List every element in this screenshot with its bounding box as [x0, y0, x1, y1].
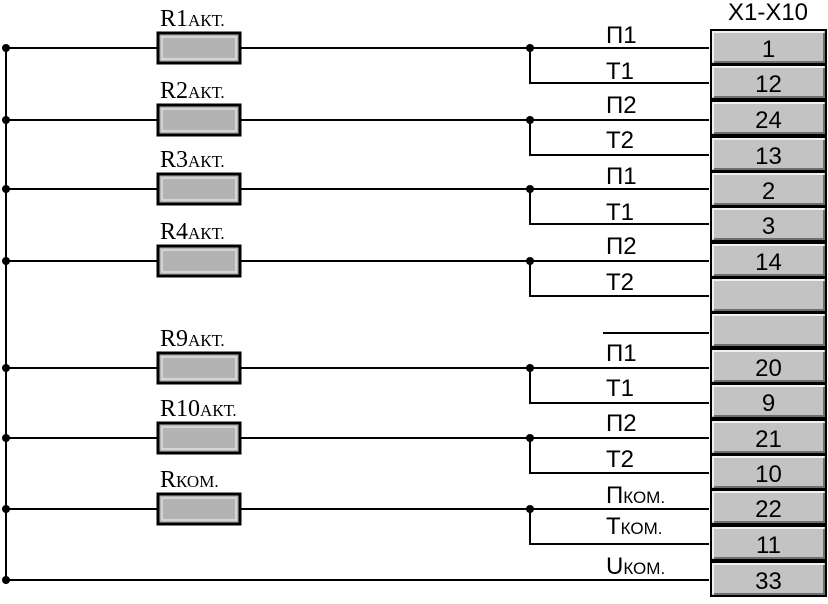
resistor [156, 172, 242, 206]
terminal-number: 9 [762, 390, 775, 417]
resistor-row: R3АКТ. [2, 147, 709, 225]
signal-label: П1 [606, 340, 637, 367]
bus-junction-dot [2, 576, 10, 584]
terminal-cell: 13 [710, 136, 827, 172]
terminal-cell: 12 [710, 64, 827, 100]
bus-junction-dot [2, 434, 10, 442]
branch-wire [529, 509, 709, 545]
terminal-number: 13 [755, 143, 782, 170]
resistor [156, 421, 242, 455]
resistor-row: R4АКТ. [2, 219, 709, 297]
terminal-cell: 14 [710, 242, 827, 278]
terminal-number: 21 [755, 426, 782, 453]
resistor-row: R1АКТ. [2, 6, 709, 84]
signal-label: П2 [606, 92, 637, 119]
branch-wire [529, 48, 709, 84]
resistor [156, 31, 242, 65]
terminal-cell: 3 [710, 206, 827, 242]
terminal-number: 14 [755, 249, 782, 276]
terminal-block-title: X1-X10 [728, 0, 808, 26]
resistor-label: R1АКТ. [160, 6, 225, 32]
resistor-rows: R1АКТ. R2АКТ. R3АКТ. R4АКТ. R9АКТ. R10АКТ. RКО… [2, 6, 709, 584]
terminal-cell [710, 277, 827, 313]
resistor [156, 244, 242, 278]
terminal-number: 22 [755, 496, 782, 523]
resistor [156, 492, 242, 526]
signal-label: Т2 [606, 446, 634, 473]
signal-label: П2 [606, 410, 637, 437]
bus-junction-dot [2, 257, 10, 265]
terminal-number: 24 [755, 107, 782, 134]
signal-label: ТКОМ. [606, 513, 663, 540]
signal-label: ПКОМ. [606, 482, 665, 509]
terminal-number: 12 [755, 71, 782, 98]
signal-label: П1 [606, 22, 637, 49]
terminal-number: 33 [755, 568, 782, 595]
resistor-label: RКОМ. [160, 467, 219, 493]
bus-junction-dot [2, 185, 10, 193]
terminal-cell [710, 312, 827, 348]
signal-label: Т1 [606, 58, 634, 85]
terminal-cell: 33 [710, 561, 827, 597]
signal-label: Т1 [606, 375, 634, 402]
branch-wire [529, 368, 709, 404]
terminal-cell: 11 [710, 525, 827, 561]
terminal-number: 20 [755, 355, 782, 382]
terminal-cell: 1 [710, 29, 827, 65]
branch-wire [529, 120, 709, 156]
resistor [156, 103, 242, 137]
resistor-label: R4АКТ. [160, 219, 225, 245]
signal-label: Т2 [606, 127, 634, 154]
terminal-cell: 9 [710, 383, 827, 419]
terminal-cell: 20 [710, 348, 827, 384]
signal-label: П1 [606, 163, 637, 190]
resistor-row: R10АКТ. [2, 396, 709, 474]
terminal-cell: 21 [710, 419, 827, 455]
resistor [156, 351, 242, 385]
signal-label: Т1 [606, 199, 634, 226]
resistor-row: R2АКТ. [2, 78, 709, 156]
bus-junction-dot [2, 116, 10, 124]
terminal-cell: 24 [710, 100, 827, 136]
bus-junction-dot [2, 505, 10, 513]
terminal-block: 1 12 24 13 2 3 14 20 9 21 10 22 11 33 [710, 29, 827, 597]
branch-wire [529, 189, 709, 225]
resistor-label: R9АКТ. [160, 326, 225, 352]
terminal-cell: 2 [710, 171, 827, 207]
resistor-label: R2АКТ. [160, 78, 225, 104]
terminal-cell: 22 [710, 489, 827, 525]
resistor-row: R9АКТ. [2, 326, 709, 404]
terminal-number: 2 [762, 178, 775, 205]
signal-label: Т2 [606, 269, 634, 296]
terminal-number: 11 [756, 532, 781, 559]
signal-label: П2 [606, 233, 637, 260]
bus-junction-dot [2, 364, 10, 372]
resistor-label: R3АКТ. [160, 147, 225, 173]
resistor-row: RКОМ. [2, 467, 709, 545]
terminal-number: 1 [762, 36, 775, 63]
terminal-number: 3 [762, 213, 775, 240]
terminal-number: 10 [755, 461, 782, 488]
bus-junction-dot [2, 44, 10, 52]
terminal-cell: 10 [710, 454, 827, 490]
branch-wire [529, 438, 709, 474]
branch-wire [529, 261, 709, 297]
resistor-label: R10АКТ. [160, 396, 237, 422]
signal-label: UКОМ. [606, 553, 665, 580]
